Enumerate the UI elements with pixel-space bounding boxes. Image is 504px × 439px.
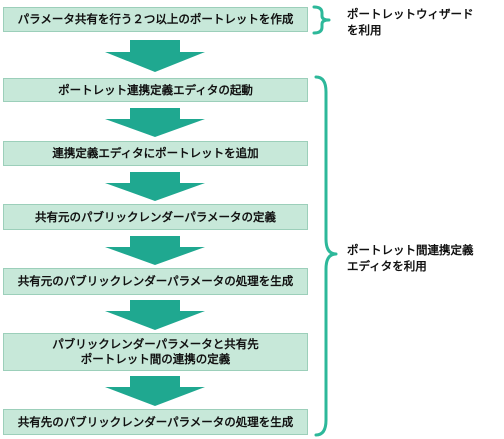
step-text-line2: ポートレット間の連携の定義 bbox=[80, 352, 231, 366]
step-generate-source-processing: 共有元のパブリックレンダーパラメータの処理を生成 bbox=[3, 268, 308, 295]
link-editor-label: ポートレット間連携定義 エディタを利用 bbox=[347, 242, 474, 274]
step-text: 連携定義エディタにポートレットを追加 bbox=[52, 146, 259, 160]
step-text-line1: パブリックレンダーパラメータと共有先 bbox=[52, 337, 259, 351]
label-line2: エディタを利用 bbox=[347, 259, 427, 273]
step-text: パラメータ共有を行う２つ以上のポートレットを作成 bbox=[17, 12, 294, 26]
label-line2: を利用 bbox=[347, 23, 382, 37]
step-launch-editor: ポートレット連携定義エディタの起動 bbox=[3, 78, 308, 102]
step-add-portlet: 連携定義エディタにポートレットを追加 bbox=[3, 141, 308, 166]
step-define-source-param: 共有元のパブリックレンダーパラメータの定義 bbox=[3, 204, 308, 230]
down-arrow-icon bbox=[105, 40, 205, 72]
label-line1: ポートレット間連携定義 bbox=[347, 243, 474, 257]
right-brace-icon bbox=[314, 75, 338, 437]
down-arrow-icon bbox=[105, 300, 205, 330]
step-text: 共有元のパブリックレンダーパラメータの処理を生成 bbox=[17, 274, 294, 288]
down-arrow-icon bbox=[105, 172, 205, 201]
down-arrow-icon bbox=[105, 376, 205, 406]
step-generate-target-processing: 共有先のパブリックレンダーパラメータの処理を生成 bbox=[3, 409, 308, 435]
label-line1: ポートレットウィザード bbox=[347, 7, 474, 21]
step-text: ポートレット連携定義エディタの起動 bbox=[58, 82, 253, 97]
right-brace-icon bbox=[312, 5, 331, 35]
portlet-wizard-label: ポートレットウィザード を利用 bbox=[347, 6, 474, 38]
step-text: 共有元のパブリックレンダーパラメータの定義 bbox=[34, 209, 277, 224]
step-text: 共有先のパブリックレンダーパラメータの処理を生成 bbox=[17, 414, 294, 429]
down-arrow-icon bbox=[105, 108, 205, 137]
down-arrow-icon bbox=[105, 236, 205, 265]
step-create-portlets: パラメータ共有を行う２つ以上のポートレットを作成 bbox=[3, 7, 308, 32]
step-define-link: パブリックレンダーパラメータと共有先 ポートレット間の連携の定義 bbox=[3, 333, 308, 371]
